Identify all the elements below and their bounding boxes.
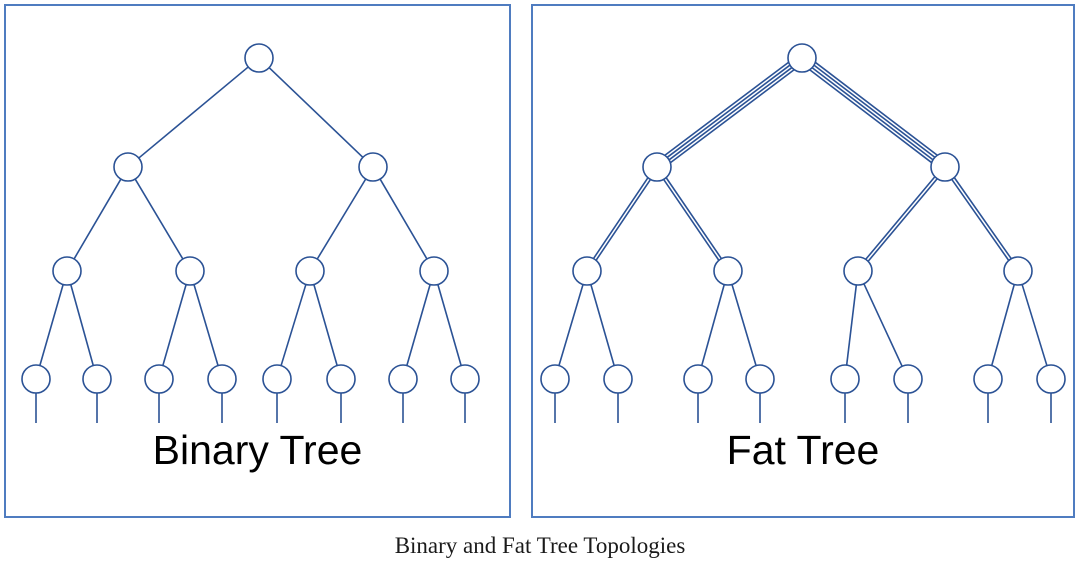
level1-to-level2-1-link — [664, 176, 723, 260]
panel-label-binary-tree: Binary Tree — [152, 427, 363, 473]
leaf-node-2[interactable] — [144, 364, 174, 394]
level2-node-3[interactable] — [1003, 256, 1033, 286]
binary-tree-graph — [21, 43, 480, 423]
level2-to-leaf-5-link — [862, 282, 904, 368]
level1-to-level2-0-link — [592, 176, 650, 260]
leaf-node-3[interactable] — [745, 364, 775, 394]
fat-tree-graph — [540, 43, 1066, 423]
level1-to-level2-2-link — [866, 177, 939, 263]
level2-node-1[interactable] — [713, 256, 743, 286]
leaf-node-0[interactable] — [21, 364, 51, 394]
level1-node-0[interactable] — [113, 152, 143, 182]
level1-to-level2-1-link — [133, 177, 185, 261]
level1-to-level2-3-link — [950, 178, 1010, 262]
level2-to-leaf-6-link — [405, 283, 432, 367]
leaf-node-7[interactable] — [1036, 364, 1066, 394]
root-to-level1-0-link — [667, 66, 794, 162]
level2-node-0[interactable] — [52, 256, 82, 286]
level2-to-leaf-0-link — [557, 283, 585, 367]
root-node-0[interactable] — [787, 43, 817, 73]
root-to-level1-0-link — [665, 63, 792, 159]
figure-caption: Binary and Fat Tree Topologies — [394, 533, 686, 558]
leaf-node-6[interactable] — [388, 364, 418, 394]
level2-to-leaf-5-link — [312, 283, 339, 367]
leaf-node-4[interactable] — [262, 364, 292, 394]
level2-to-leaf-4-link — [280, 283, 307, 367]
level1-to-level2-3-link — [378, 177, 429, 261]
level2-to-leaf-2-link — [161, 283, 188, 367]
leaf-node-2[interactable] — [683, 364, 713, 394]
leaf-node-3[interactable] — [207, 364, 237, 394]
root-to-level1-0-link — [664, 61, 790, 157]
level2-to-leaf-0-link — [38, 283, 65, 367]
root-to-level1-1-link — [810, 66, 935, 161]
level2-to-leaf-2-link — [700, 283, 726, 367]
level1-to-level2-0-link — [72, 177, 123, 261]
leaf-node-5[interactable] — [893, 364, 923, 394]
level1-to-level2-2-link — [864, 175, 937, 261]
level1-to-level2-2-link — [316, 177, 367, 261]
level2-to-leaf-6-link — [990, 283, 1016, 367]
level2-to-leaf-7-link — [436, 283, 463, 367]
leaf-node-1[interactable] — [82, 364, 112, 394]
level2-to-leaf-7-link — [1021, 283, 1048, 367]
level2-to-leaf-4-link — [845, 283, 858, 367]
level2-to-leaf-3-link — [730, 283, 758, 367]
leaf-node-7[interactable] — [450, 364, 480, 394]
level2-node-2[interactable] — [843, 256, 873, 286]
root-to-level1-1-link — [814, 61, 938, 157]
root-to-level1-0-link — [669, 68, 795, 164]
root-to-level1-1-link — [267, 66, 365, 159]
level1-to-level2-0-link — [594, 178, 652, 262]
root-to-level1-1-link — [812, 64, 937, 159]
leaf-node-5[interactable] — [326, 364, 356, 394]
leaf-node-1[interactable] — [603, 364, 633, 394]
root-node-0[interactable] — [244, 43, 274, 73]
level2-node-3[interactable] — [419, 256, 449, 286]
root-to-level1-1-link — [809, 68, 933, 164]
root-to-level1-0-link — [137, 65, 250, 160]
level1-node-1[interactable] — [358, 152, 388, 182]
level2-to-leaf-1-link — [69, 283, 95, 367]
level1-to-level2-1-link — [662, 178, 721, 262]
level1-node-1[interactable] — [930, 152, 960, 182]
panel-fat-tree: Fat Tree — [531, 4, 1075, 518]
level2-node-0[interactable] — [572, 256, 602, 286]
panel-label-fat-tree: Fat Tree — [726, 427, 880, 473]
level2-node-2[interactable] — [295, 256, 325, 286]
leaf-node-0[interactable] — [540, 364, 570, 394]
level1-node-0[interactable] — [642, 152, 672, 182]
panel-binary-tree: Binary Tree — [4, 4, 511, 518]
level1-to-level2-3-link — [953, 176, 1013, 260]
level2-to-leaf-1-link — [589, 283, 616, 367]
leaf-node-4[interactable] — [830, 364, 860, 394]
leaf-node-6[interactable] — [973, 364, 1003, 394]
level2-to-leaf-3-link — [192, 283, 220, 367]
level2-node-1[interactable] — [175, 256, 205, 286]
